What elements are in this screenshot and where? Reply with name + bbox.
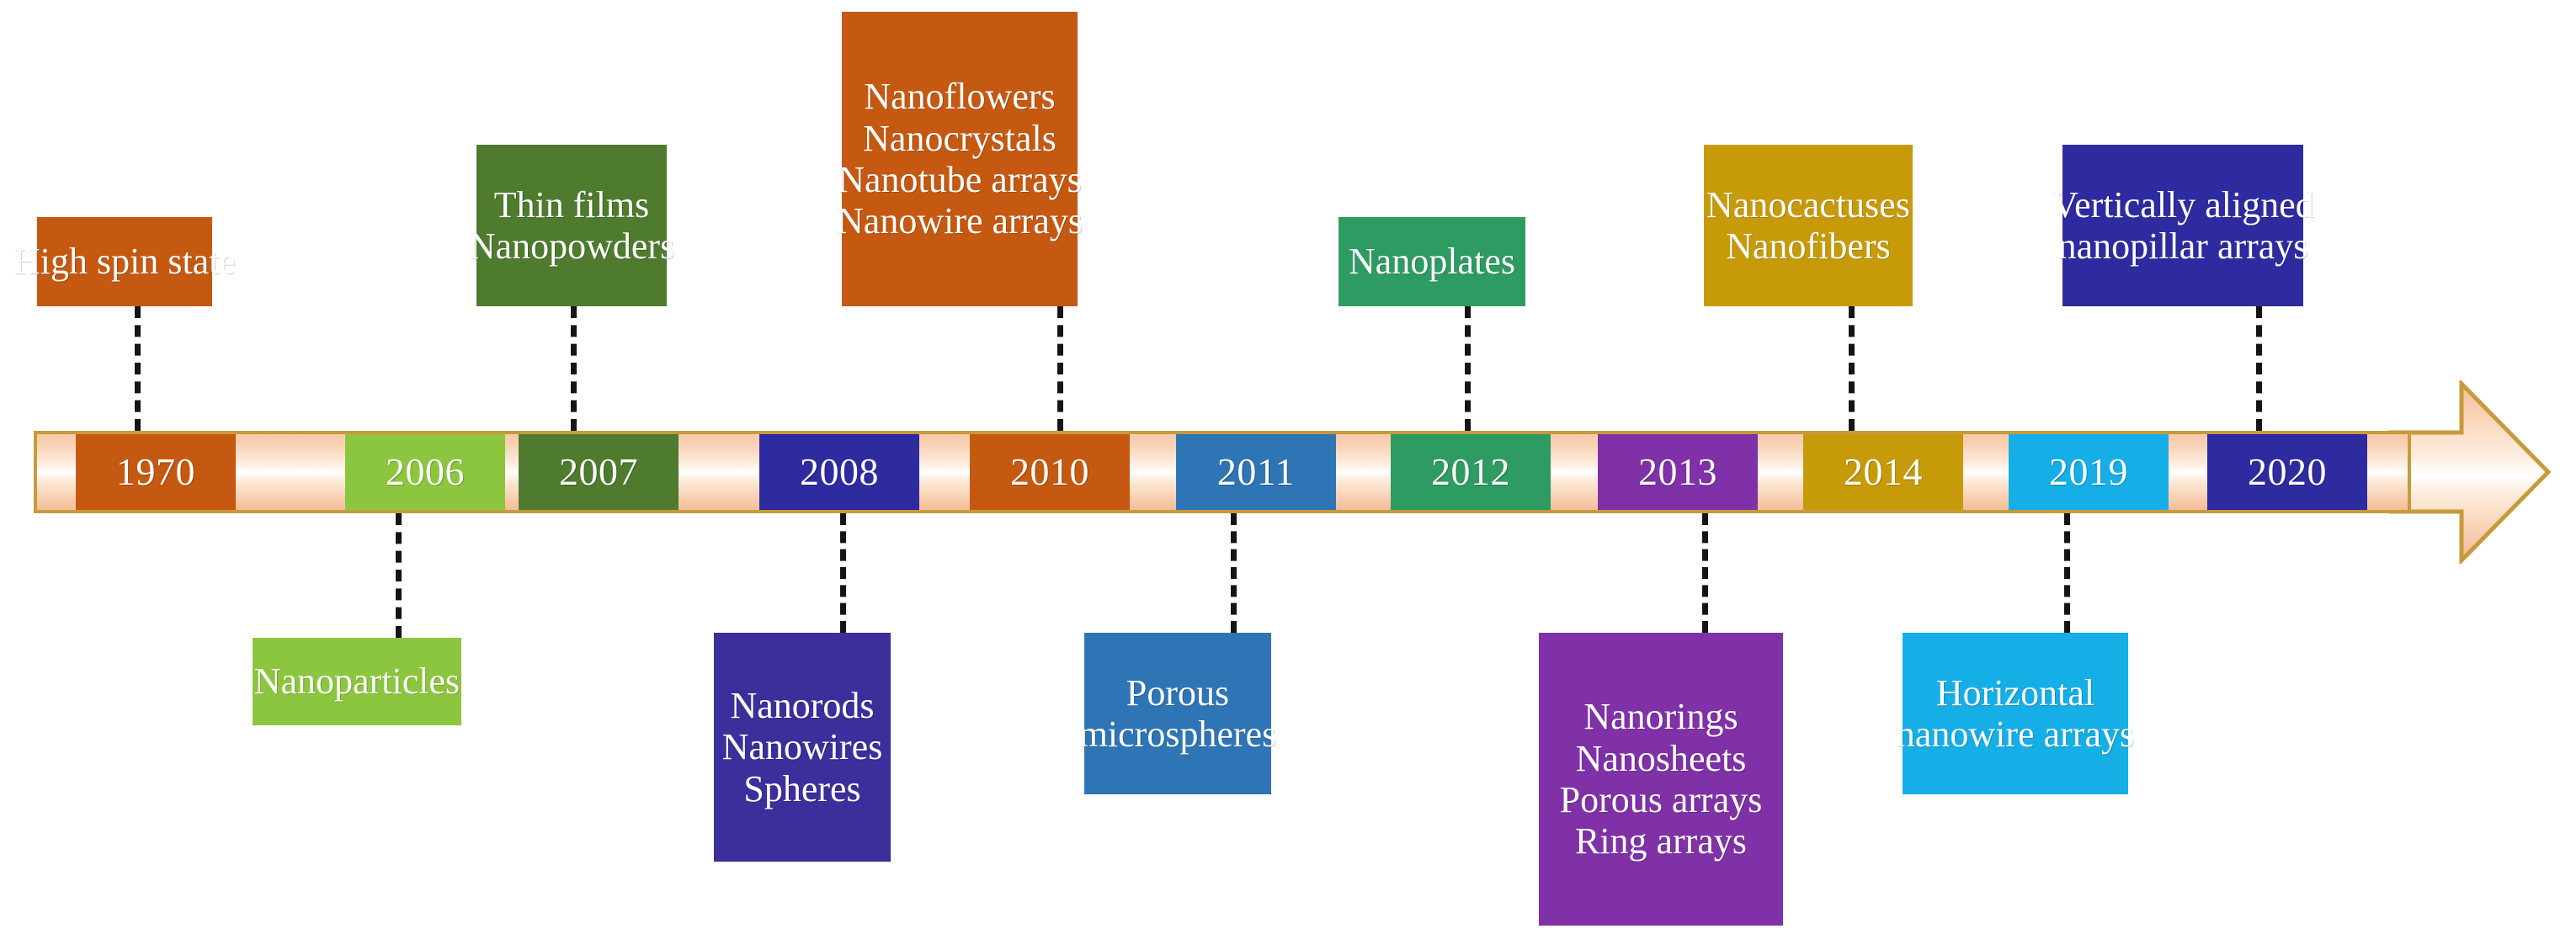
label-line: Spheres — [743, 767, 861, 809]
timeline-year-2008[interactable]: 2008 — [759, 434, 919, 510]
label-line: Vertically aligned — [2052, 183, 2314, 226]
label-line: nanowire arrays — [1896, 714, 2135, 755]
timeline-gap-segment — [505, 434, 519, 510]
timeline-gap-segment — [679, 434, 759, 510]
dashed-connector-1970 — [135, 306, 141, 431]
dashed-connector-2006 — [396, 513, 402, 638]
timeline-gap-segment — [2169, 434, 2207, 510]
timeline-year-1970[interactable]: 1970 — [76, 434, 236, 510]
label-line: Nanowires — [721, 726, 883, 768]
label-line: Nanotube arrays — [838, 159, 1082, 200]
timeline-year-2006[interactable]: 2006 — [345, 434, 505, 510]
label-line: microspheres — [1078, 714, 1277, 755]
label-line: Porous — [1126, 671, 1230, 714]
timeline-year-2007[interactable]: 2007 — [519, 434, 679, 510]
right-arrow-head-icon — [2389, 380, 2551, 564]
label-line: Nanowire arrays — [837, 200, 1083, 242]
timeline-year-2013[interactable]: 2013 — [1598, 434, 1758, 510]
timeline-year-2010[interactable]: 2010 — [970, 434, 1130, 510]
timeline-gap-segment — [1758, 434, 1803, 510]
label-line: Nanocactuses — [1706, 183, 1910, 226]
dashed-connector-2019 — [2064, 513, 2070, 633]
label-line: Nanoparticles — [253, 661, 460, 703]
timeline-gap-segment — [1551, 434, 1598, 510]
timeline-gap-segment — [37, 434, 76, 510]
label-line: nanopillar arrays — [2057, 226, 2308, 267]
label-line: Nanorings — [1583, 696, 1738, 738]
timeline-label-1970[interactable]: High spin state — [13, 217, 236, 306]
timeline-tail-segment — [2367, 434, 2408, 510]
label-line: Porous arrays — [1559, 779, 1763, 820]
timeline-gap-segment — [236, 434, 345, 510]
label-line: Ring arrays — [1574, 820, 1748, 862]
timeline-label-2006[interactable]: Nanoparticles — [253, 638, 461, 725]
timeline-year-2020[interactable]: 2020 — [2207, 434, 2367, 510]
label-line: High spin state — [13, 241, 236, 283]
label-line: Thin films — [493, 183, 650, 226]
timeline-gap-segment — [1963, 434, 2009, 510]
dashed-connector-2020 — [2256, 306, 2262, 431]
timeline-gap-segment — [1130, 434, 1176, 510]
dashed-connector-2014 — [1849, 306, 1855, 431]
dashed-connector-2010 — [1057, 306, 1063, 431]
label-line: Nanofibers — [1726, 226, 1891, 267]
timeline-year-2012[interactable]: 2012 — [1391, 434, 1551, 510]
label-line: Nanoflowers — [864, 76, 1056, 118]
dashed-connector-2007 — [571, 306, 577, 431]
timeline-gap-segment — [1336, 434, 1391, 510]
timeline-year-2014[interactable]: 2014 — [1803, 434, 1963, 510]
dashed-connector-2012 — [1465, 306, 1471, 431]
timeline-label-2012[interactable]: Nanoplates — [1339, 217, 1525, 306]
label-line: Nanoplates — [1349, 241, 1515, 283]
dashed-connector-2011 — [1231, 513, 1237, 633]
timeline-year-2019[interactable]: 2019 — [2009, 434, 2169, 510]
label-line: Nanorods — [730, 685, 875, 727]
dashed-connector-2008 — [840, 513, 846, 633]
label-line: Nanosheets — [1575, 737, 1747, 779]
timeline-gap-segment — [919, 434, 970, 510]
label-line: Nanopowders — [468, 226, 675, 267]
dashed-connector-2013 — [1702, 513, 1708, 633]
label-line: Horizontal — [1935, 671, 2095, 714]
timeline-year-2011[interactable]: 2011 — [1176, 434, 1336, 510]
label-line: Nanocrystals — [863, 117, 1056, 159]
